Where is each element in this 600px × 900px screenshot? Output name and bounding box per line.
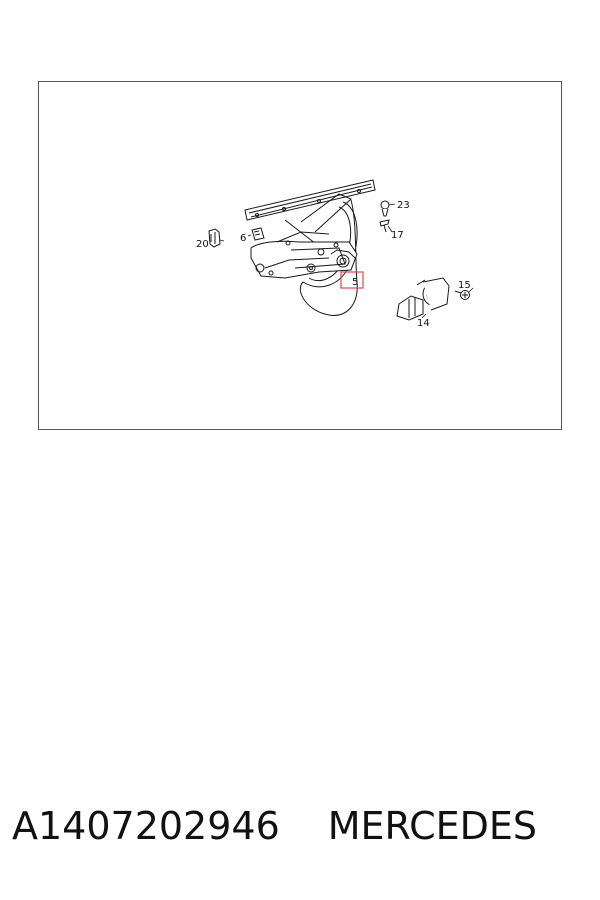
leader-lines [219, 203, 474, 319]
clip-part-20 [208, 228, 221, 248]
callout-20: 20 [196, 239, 209, 250]
callout-5: 5 [352, 277, 358, 288]
callout-23: 23 [397, 200, 410, 211]
callout-17: 17 [391, 230, 404, 241]
screw-part-23 [380, 200, 390, 217]
callout-15: 15 [458, 280, 471, 291]
window-regulator-diagram: 23 17 20 6 5 15 14 [196, 179, 474, 329]
brand-name: MERCEDES [327, 804, 538, 848]
callout-14: 14 [417, 318, 430, 329]
highlight-box [340, 271, 364, 289]
caption: A1407202946 MERCEDES [12, 804, 592, 860]
part-number: A1407202946 [12, 804, 280, 848]
diagram-frame: 23 17 20 6 5 15 14 [38, 81, 562, 430]
screw-part-15 [454, 290, 470, 300]
clip-part-6 [251, 227, 265, 241]
rivet-part-17 [379, 219, 390, 233]
motor-part-14 [396, 277, 450, 321]
regulator-assembly [244, 179, 376, 316]
callout-6: 6 [240, 233, 246, 244]
